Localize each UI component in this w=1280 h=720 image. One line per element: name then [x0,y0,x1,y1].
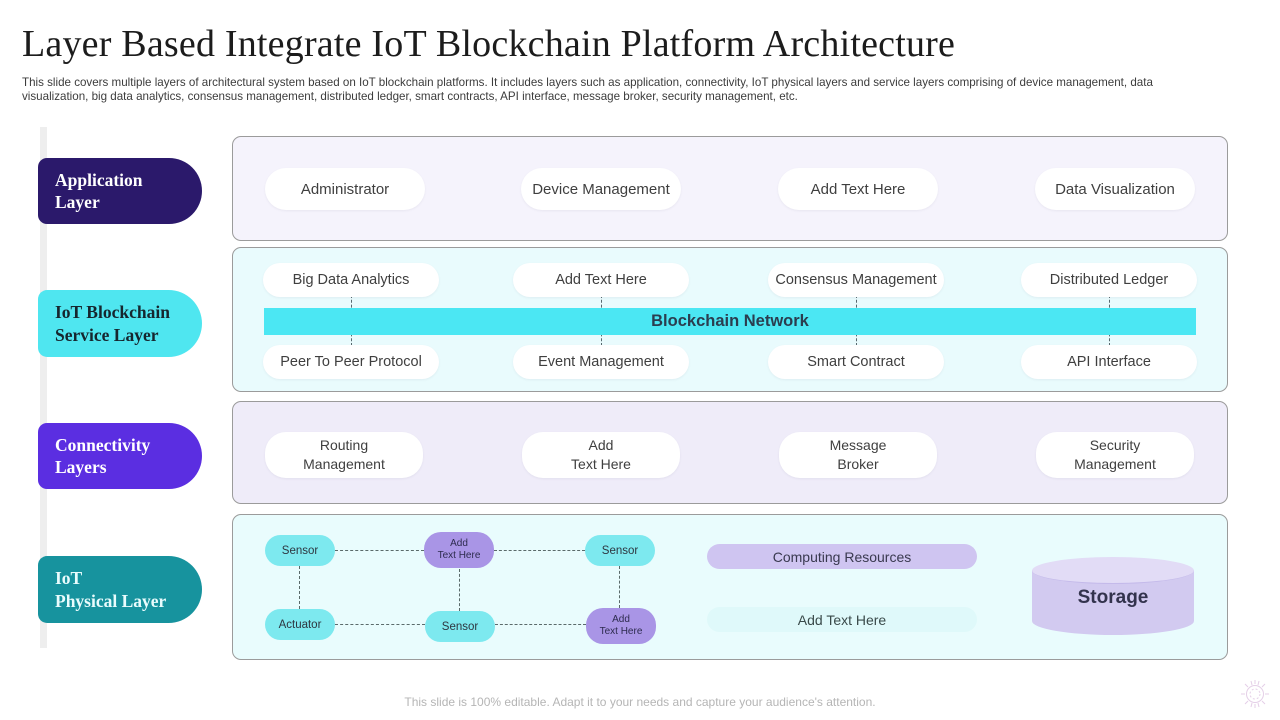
label-iot-blockchain-service-layer: IoT Blockchain Service Layer [38,290,202,357]
label-line: Connectivity [55,434,151,455]
pill-event-management: Event Management [513,345,689,379]
connector-dashed [495,624,586,625]
pill-data-visualization: Data Visualization [1035,168,1195,210]
node-sensor: Sensor [265,535,335,566]
node-text: Text Here [437,550,481,561]
application-layer-box: Administrator Device Management Add Text… [232,136,1228,241]
label-line: Layers [55,457,107,477]
storage-label: Storage [1077,587,1149,608]
node-sensor: Sensor [585,535,655,566]
pill-add-text-here: Add Text Here [707,607,977,632]
page-title: Layer Based Integrate IoT Blockchain Pla… [22,23,956,65]
pill-add-text-here: Add Text Here [778,168,938,210]
pill-administrator: Administrator [265,168,425,210]
node-add-text-here: Add Text Here [424,532,494,568]
node-sensor: Sensor [425,611,495,642]
pill-consensus-management: Consensus Management [768,263,944,297]
storage-cylinder: Storage [1032,557,1194,635]
node-text: Add [612,613,630,625]
left-rail-divider [40,127,47,648]
mandala-ornament-icon [1241,680,1269,708]
connector-dashed [459,569,460,611]
label-line: Application [55,169,143,190]
physical-layer-box: Sensor Add Text Here Sensor Actuator Sen… [232,514,1228,660]
label-line: IoT Blockchain [55,302,170,323]
connector-dashed [335,624,425,625]
pill-computing-resources: Computing Resources [707,544,977,569]
node-text: Add [450,537,468,549]
service-layer-box: Big Data Analytics Add Text Here Consens… [232,247,1228,392]
connector-dashed [335,550,424,551]
pill-smart-contract: Smart Contract [768,345,944,379]
pill-big-data-analytics: Big Data Analytics [263,263,439,297]
pill-api-interface: API Interface [1021,345,1197,379]
connector-dashed [619,566,620,608]
footer-note: This slide is 100% editable. Adapt it to… [404,695,876,709]
node-actuator: Actuator [265,609,335,640]
label-line: Service Layer [55,324,159,345]
connector-dashed [494,550,585,551]
label-line: Physical Layer [55,590,167,611]
slide-description: This slide covers multiple layers of arc… [22,76,1153,104]
blockchain-network-bar: Blockchain Network [264,308,1196,335]
pill-add-text-here: Add Text Here [513,263,689,297]
cylinder-top [1032,557,1194,584]
label-application-layer: Application Layer [38,158,202,224]
pill-device-management: Device Management [521,168,681,210]
label-line: IoT [55,568,83,589]
node-text: Text Here [599,626,643,637]
pill-peer-to-peer-protocol: Peer To Peer Protocol [263,345,439,379]
label-connectivity-layers: Connectivity Layers [38,423,202,489]
pill-distributed-ledger: Distributed Ledger [1021,263,1197,297]
connector-dashed [299,566,300,609]
node-add-text-here: Add Text Here [586,608,656,644]
label-iot-physical-layer: IoT Physical Layer [38,556,202,623]
label-line: Layer [55,192,100,212]
